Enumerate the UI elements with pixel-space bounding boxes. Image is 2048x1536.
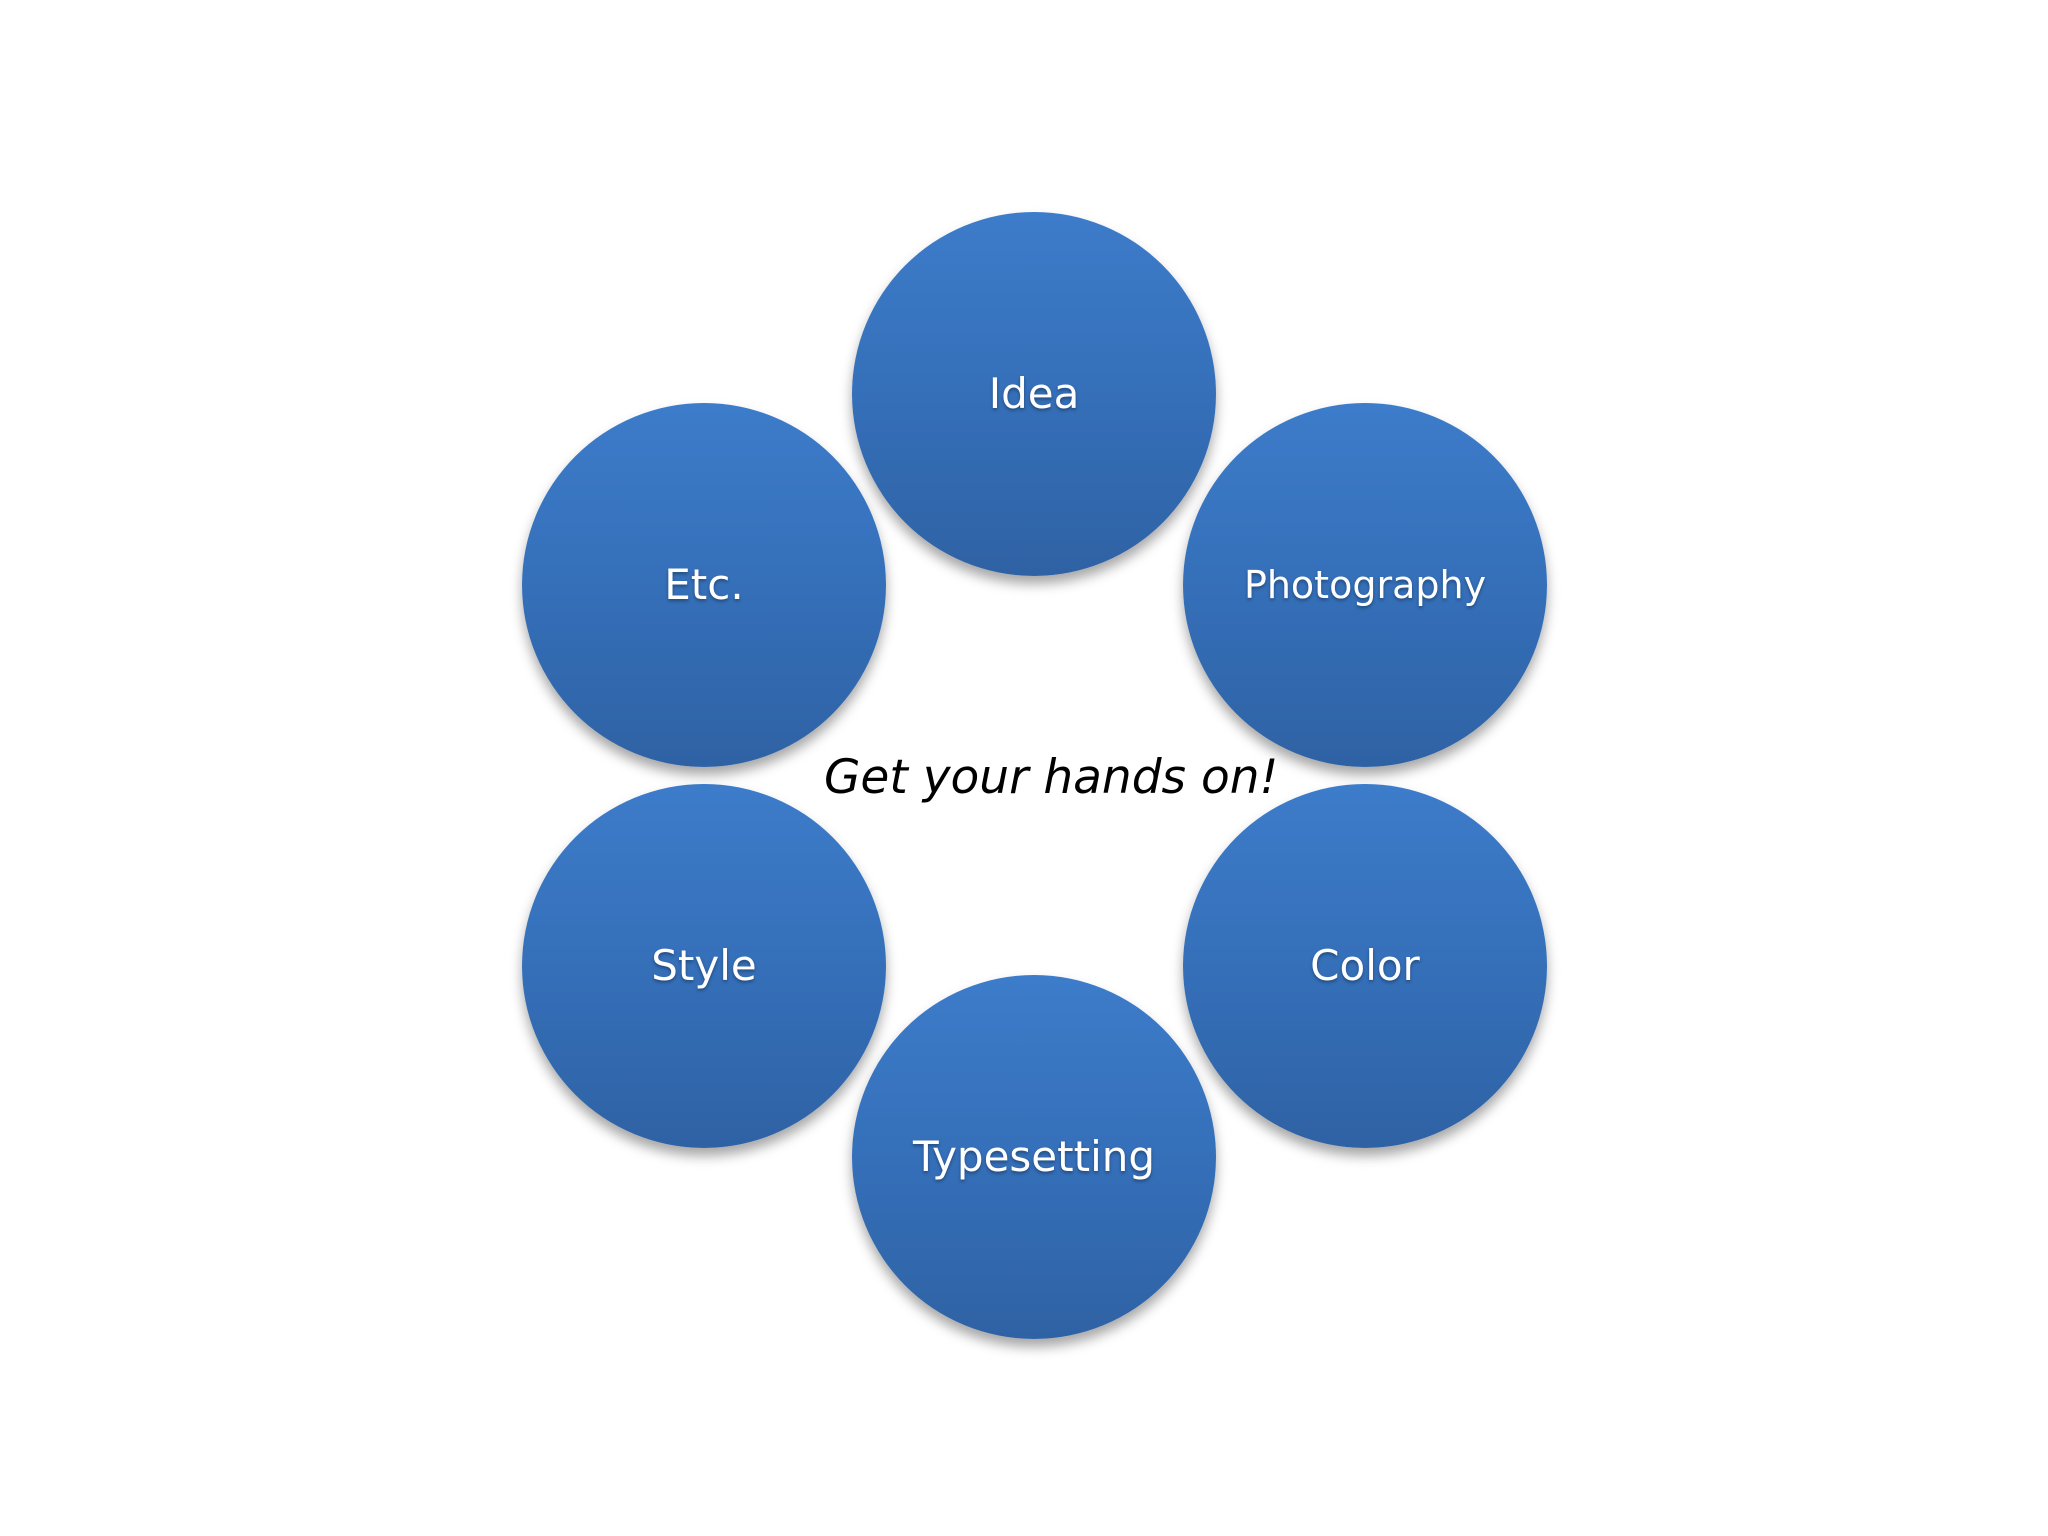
node-typesetting: Typesetting <box>852 975 1216 1339</box>
node-style: Style <box>522 784 886 1148</box>
node-label-idea: Idea <box>988 369 1080 418</box>
node-label-etc: Etc. <box>664 560 744 609</box>
node-label-typesetting: Typesetting <box>912 1132 1156 1181</box>
node-label-style: Style <box>651 941 757 990</box>
node-etc: Etc. <box>522 403 886 767</box>
node-label-photography: Photography <box>1243 563 1487 607</box>
node-color: Color <box>1183 784 1547 1148</box>
node-photography: Photography <box>1183 403 1547 767</box>
node-label-color: Color <box>1310 941 1420 990</box>
center-caption: Get your hands on! <box>824 750 1279 805</box>
node-idea: Idea <box>852 212 1216 576</box>
